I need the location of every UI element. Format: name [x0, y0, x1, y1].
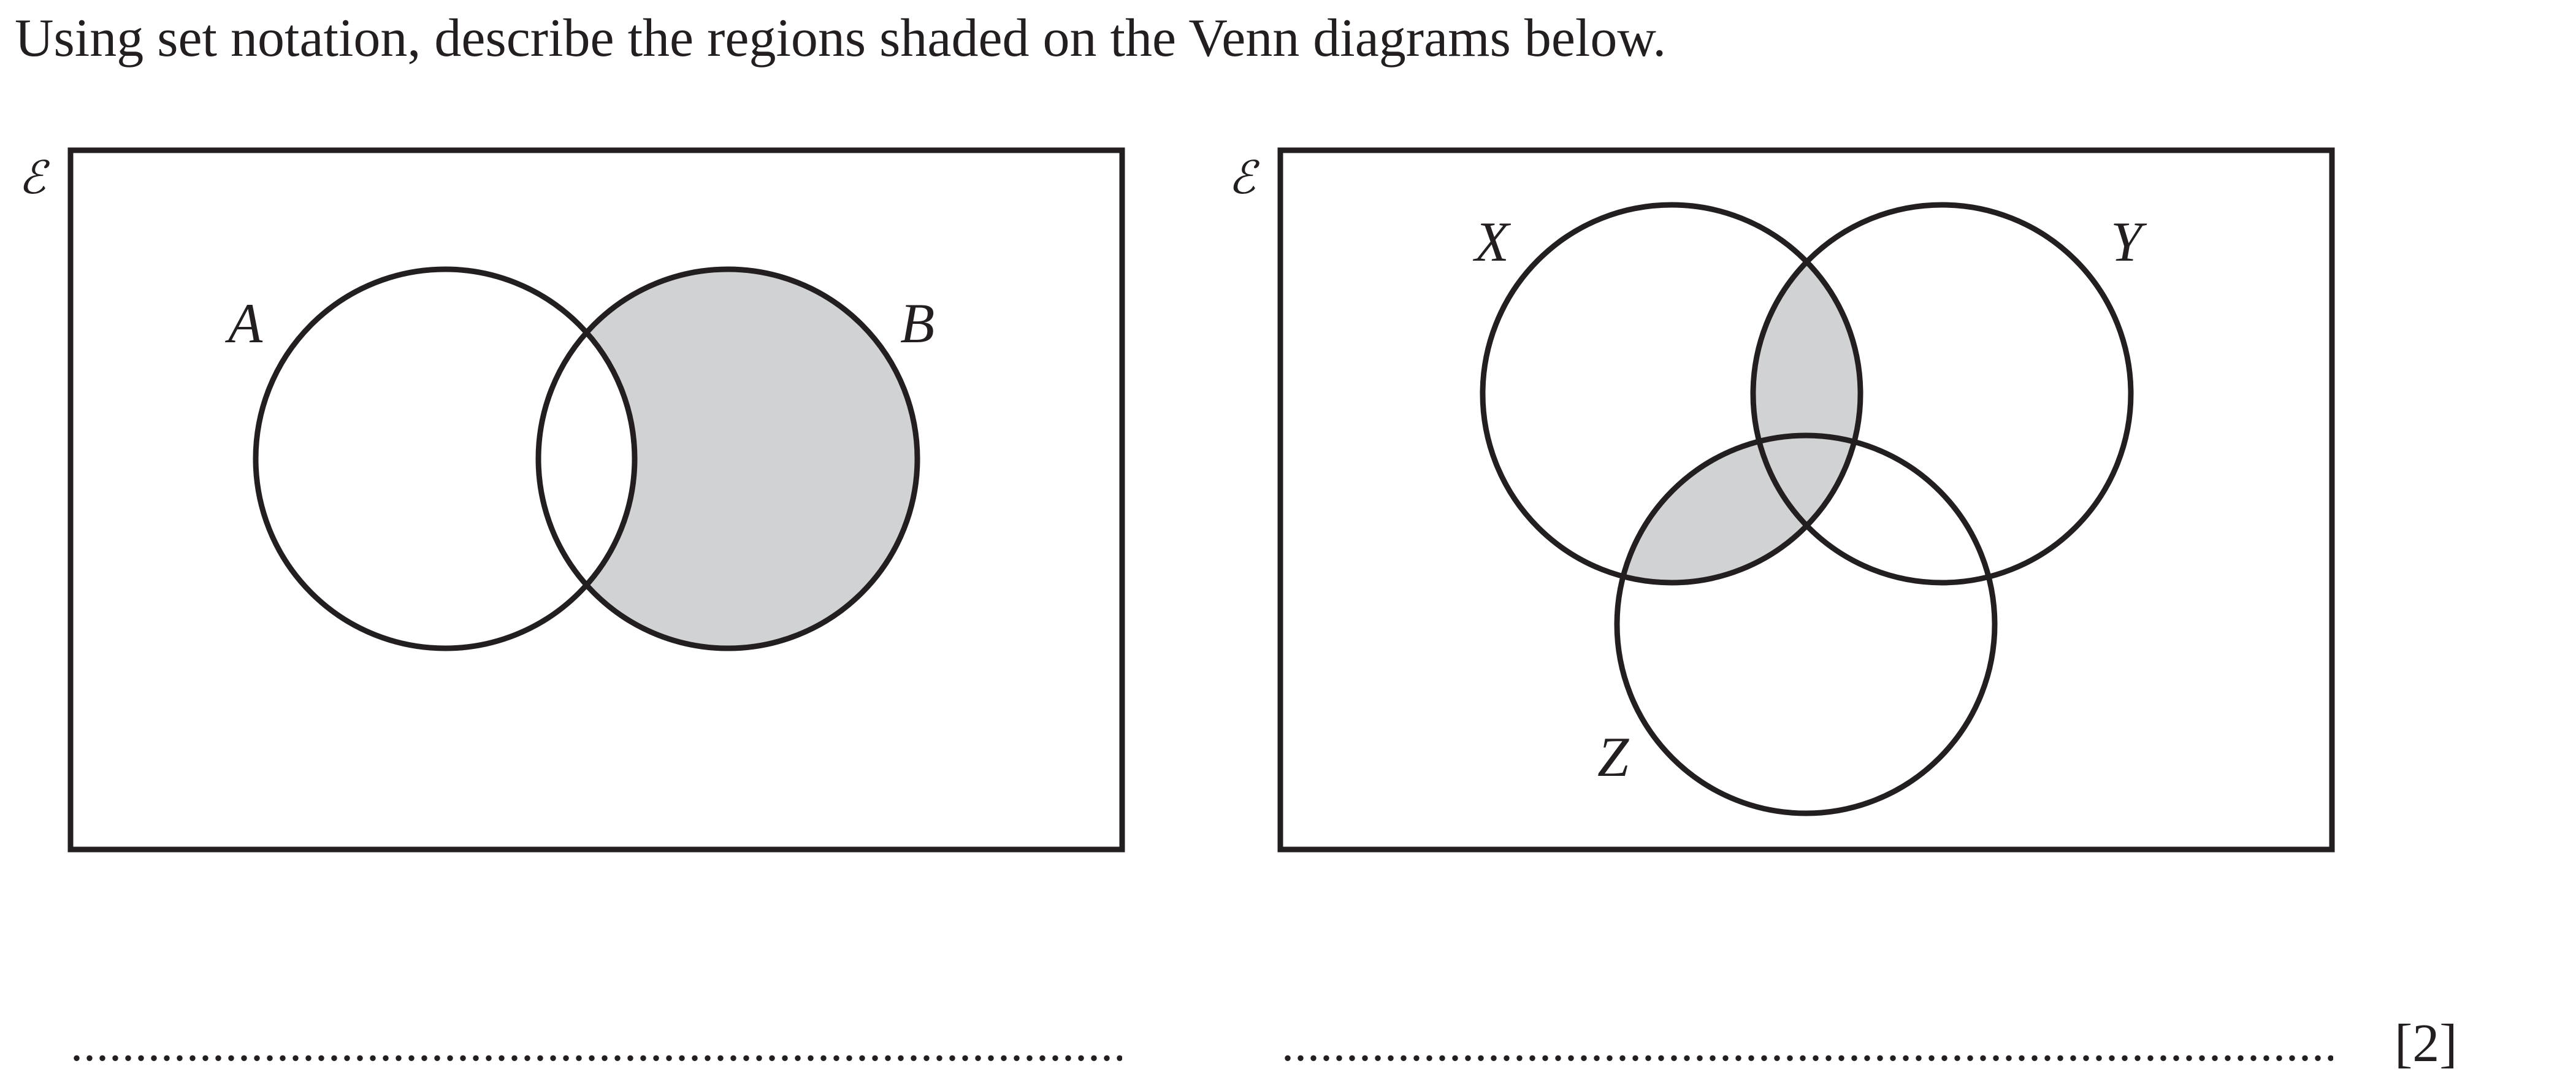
set-y-circle — [1750, 202, 2134, 586]
shaded-region-b-only — [538, 269, 917, 648]
question-text: Using set notation, describe the regions… — [15, 9, 1667, 68]
venn-diagram-1: ℰ A B — [18, 147, 1125, 853]
set-x-circle — [1480, 202, 1863, 586]
answer-line-1[interactable]: ........................................… — [71, 1023, 1122, 1066]
set-a-label: A — [224, 292, 263, 355]
set-z-circle — [1614, 432, 1998, 816]
set-x-label: X — [1472, 210, 1512, 273]
set-b-label: B — [900, 292, 934, 355]
universal-set-symbol-1: ℰ — [18, 151, 50, 204]
set-y-label: Y — [2111, 210, 2147, 273]
set-a-circle — [253, 266, 638, 651]
universal-set-symbol-2: ℰ — [1228, 151, 1260, 204]
universal-set-box-2 — [1277, 147, 2335, 853]
set-b-circle — [535, 266, 920, 651]
universal-set-box-1 — [67, 147, 1125, 853]
marks-label: [2] — [2394, 1014, 2458, 1073]
set-z-label: Z — [1597, 726, 1629, 788]
venn-diagram-2: ℰ X Y Z — [1228, 147, 2335, 853]
shaded-region-x-and-z — [1617, 435, 1860, 583]
answer-line-2[interactable]: ........................................… — [1282, 1023, 2333, 1066]
